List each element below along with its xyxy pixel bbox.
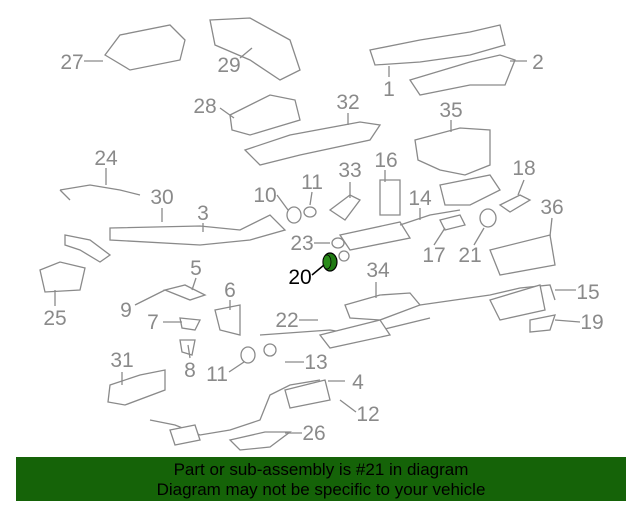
callout-10[interactable]: 10: [253, 184, 276, 207]
callout-5[interactable]: 5: [190, 257, 202, 280]
callout-3[interactable]: 3: [197, 202, 209, 225]
callout-2[interactable]: 2: [532, 51, 544, 74]
callout-35[interactable]: 35: [439, 99, 462, 122]
part-info-banner: Part or sub-assembly is #21 in diagram D…: [16, 457, 626, 501]
banner-line-disclaimer: Diagram may not be specific to your vehi…: [156, 480, 486, 499]
callout-11b[interactable]: 11: [206, 363, 228, 386]
callout-33[interactable]: 33: [338, 159, 361, 182]
callout-32[interactable]: 32: [336, 91, 359, 114]
callout-14[interactable]: 14: [408, 187, 432, 210]
callout-labels: 27 29 1 2 28 32 35 24 16 33 18 11 10 30 …: [43, 51, 603, 445]
callout-6[interactable]: 6: [224, 279, 236, 302]
callout-16[interactable]: 16: [374, 149, 397, 172]
callout-29[interactable]: 29: [217, 54, 240, 77]
callout-9[interactable]: 9: [120, 299, 132, 322]
callout-7[interactable]: 7: [147, 311, 159, 334]
callout-12[interactable]: 12: [356, 403, 379, 426]
callout-22[interactable]: 22: [275, 309, 298, 332]
callout-11a[interactable]: 11: [301, 171, 323, 194]
callout-21[interactable]: 20: [288, 266, 311, 289]
callout-13[interactable]: 13: [304, 351, 327, 374]
banner-line-part: Part or sub-assembly is #21 in diagram: [173, 460, 469, 479]
callout-25[interactable]: 25: [43, 307, 66, 330]
callout-20[interactable]: 21: [458, 244, 481, 267]
callout-30[interactable]: 30: [150, 186, 173, 209]
part-shapes: [39, 17, 556, 451]
callout-17[interactable]: 17: [422, 244, 445, 267]
callout-4[interactable]: 4: [352, 371, 364, 394]
callout-1[interactable]: 1: [383, 78, 395, 101]
callout-34[interactable]: 34: [366, 259, 390, 282]
callout-19[interactable]: 19: [580, 311, 603, 334]
callout-27[interactable]: 27: [60, 51, 83, 74]
callout-23[interactable]: 23: [290, 232, 313, 255]
callout-24[interactable]: 24: [94, 147, 118, 170]
callout-28[interactable]: 28: [193, 95, 216, 118]
callout-31[interactable]: 31: [110, 349, 133, 372]
callout-26[interactable]: 26: [302, 422, 325, 445]
callout-18[interactable]: 18: [512, 157, 535, 180]
callout-36[interactable]: 36: [540, 196, 563, 219]
part-21-highlighted[interactable]: [322, 252, 338, 272]
exhaust-parts-diagram: 27 29 1 2 28 32 35 24 16 33 18 11 10 30 …: [39, 17, 604, 451]
callout-15[interactable]: 15: [576, 281, 599, 304]
callout-8[interactable]: 8: [184, 359, 196, 382]
leader-lines: [54, 47, 581, 434]
